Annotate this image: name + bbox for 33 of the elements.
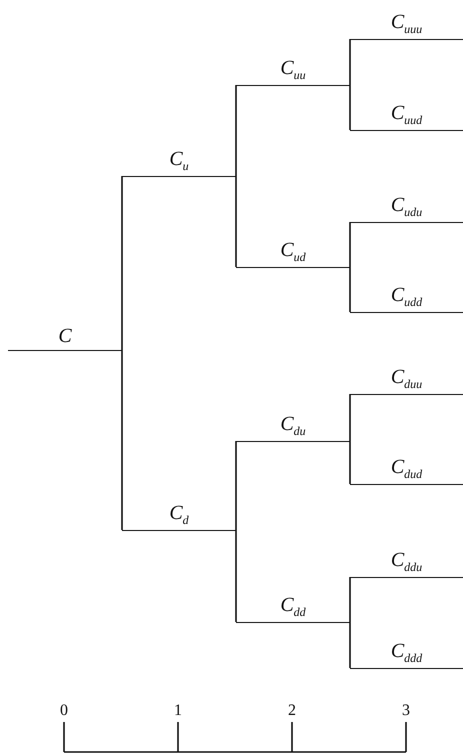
- tree-connector: [349, 221, 351, 267]
- node-label: C$_{dd}$: [280, 595, 306, 618]
- node-label: C$_{dud}$: [390, 457, 422, 480]
- tree-connector: [349, 267, 351, 313]
- node-label: C$_{uu}$: [280, 58, 306, 81]
- tree-connector: [349, 85, 351, 131]
- node-label: C$_{ddd}$: [390, 641, 422, 664]
- node-label: C$_{udu}$: [390, 195, 422, 218]
- node-label: C$_{udd}$: [390, 285, 422, 308]
- node-label: C$_{duu}$: [390, 367, 422, 390]
- tree-connector: [349, 576, 351, 622]
- node-label: C$_{du}$: [280, 414, 306, 437]
- tree-connector: [121, 175, 123, 350]
- node-label: C$_{ddu}$: [390, 550, 422, 573]
- tree-connector: [235, 176, 237, 268]
- tree-connector: [349, 441, 351, 485]
- tree-connector: [349, 393, 351, 441]
- tree-connector: [349, 622, 351, 669]
- time-step-label: 0: [60, 703, 68, 719]
- node-label: C$_{u}$: [169, 149, 189, 172]
- node-label: C: [58, 326, 72, 346]
- tree-connector: [235, 530, 237, 623]
- time-step-label: 2: [288, 703, 296, 719]
- time-step-label: 1: [174, 703, 182, 719]
- node-label: C$_{d}$: [169, 503, 189, 526]
- tree-connector: [121, 350, 123, 531]
- tree-connector: [235, 440, 237, 530]
- node-label: C$_{uuu}$: [390, 12, 422, 35]
- node-label: C$_{uud}$: [390, 103, 422, 126]
- tree-connector: [349, 38, 351, 85]
- time-step-label: 3: [402, 703, 410, 719]
- node-label: C$_{ud}$: [280, 240, 306, 263]
- tree-connector: [235, 84, 237, 176]
